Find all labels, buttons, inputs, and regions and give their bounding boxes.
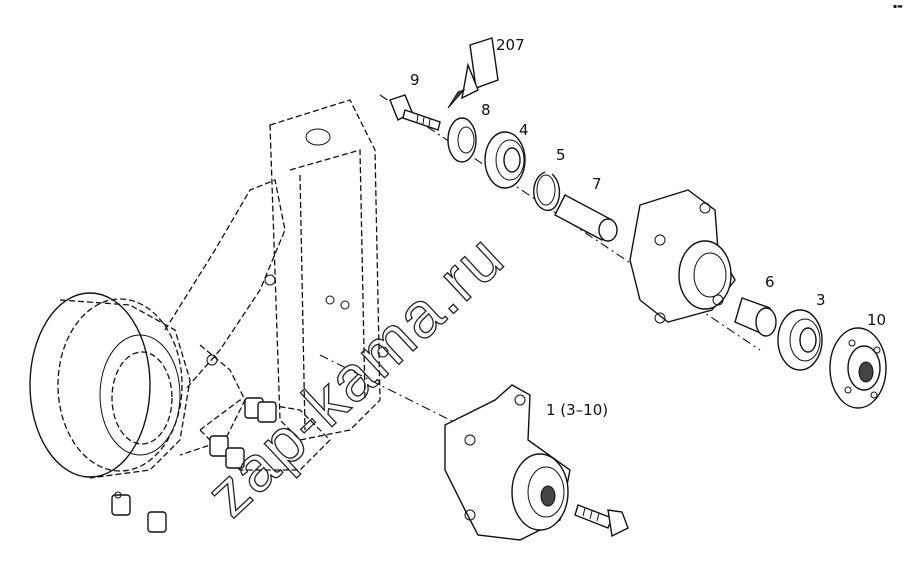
part-1-hub-assembly xyxy=(444,384,571,541)
part-207-sealant-tube xyxy=(447,37,499,109)
label-5: 5 xyxy=(556,146,566,164)
label-7: 7 xyxy=(592,175,602,193)
part-3-bearing xyxy=(777,309,823,371)
label-4: 4 xyxy=(519,121,529,139)
hub-bolt xyxy=(574,504,629,538)
label-207: 207 xyxy=(496,36,525,54)
part-labels: 207 9 8 4 5 7 6 3 10 1 (3–10) xyxy=(410,36,886,419)
part-5-circlip xyxy=(533,171,561,211)
upper-hub-housing xyxy=(629,189,736,324)
part-9-bolt xyxy=(389,94,441,131)
part-7-sleeve xyxy=(554,194,618,242)
label-1: 1 (3–10) xyxy=(546,401,608,419)
part-10-flange xyxy=(829,327,887,409)
corner-mark: ▪▬ xyxy=(893,3,903,10)
label-8: 8 xyxy=(481,101,491,119)
part-6-sleeve xyxy=(734,297,777,337)
label-9: 9 xyxy=(410,71,420,89)
label-6: 6 xyxy=(765,273,775,291)
part-4-bearing xyxy=(484,131,526,189)
label-10: 10 xyxy=(867,311,886,329)
part-8-seal xyxy=(447,117,477,163)
axle-housing xyxy=(29,99,389,533)
label-3: 3 xyxy=(816,291,826,309)
